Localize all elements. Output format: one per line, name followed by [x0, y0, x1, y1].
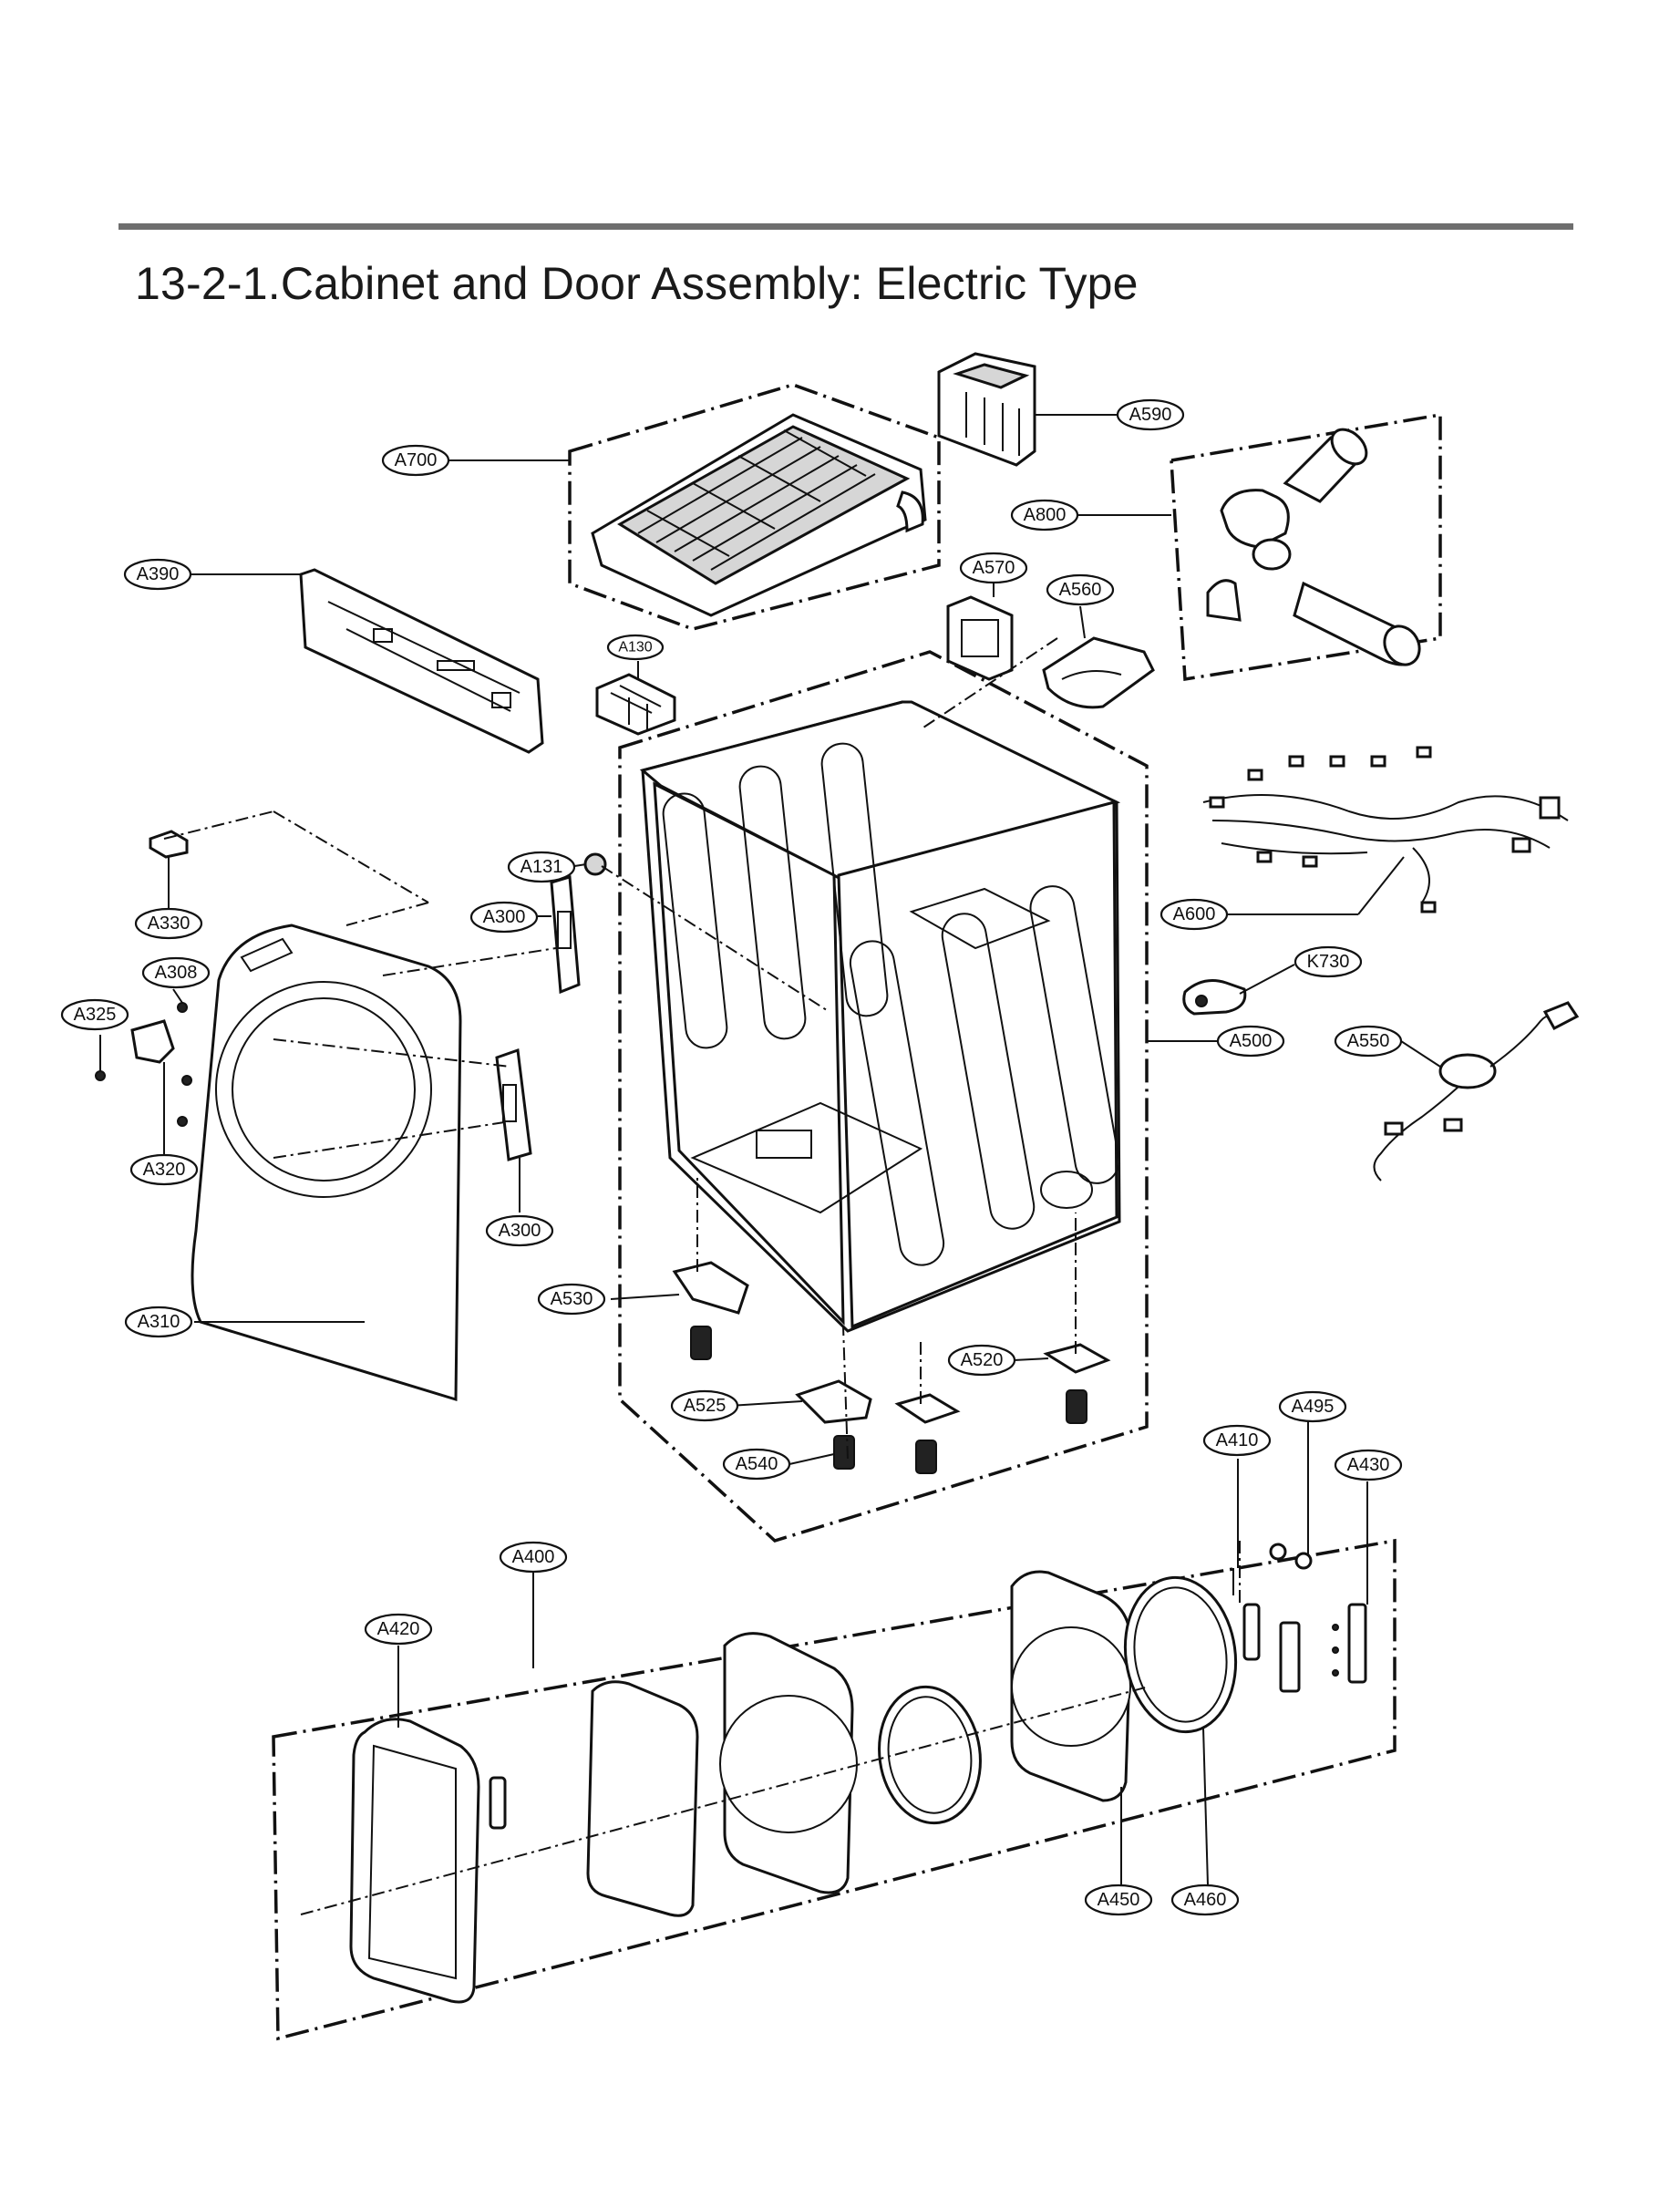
leader-lines — [99, 414, 1441, 1886]
svg-text:A450: A450 — [1098, 1890, 1140, 1910]
callout-a495: A495 — [1278, 1390, 1347, 1423]
callout-a325: A325 — [60, 998, 129, 1031]
a700-part — [591, 413, 927, 617]
a520-part — [1043, 1343, 1111, 1424]
svg-text:A308: A308 — [155, 963, 198, 983]
door-inner-frame-part — [719, 1632, 858, 1894]
page-title: 13-2-1.Cabinet and Door Assembly: Electr… — [135, 258, 1139, 309]
svg-text:A570: A570 — [973, 558, 1015, 578]
callout-a430: A430 — [1334, 1449, 1403, 1481]
callout-a390: A390 — [123, 558, 192, 591]
callout-a590: A590 — [1116, 398, 1185, 431]
a530-part — [672, 1261, 749, 1360]
callout-a131: A131 — [507, 851, 576, 883]
svg-text:A310: A310 — [138, 1312, 180, 1332]
a560-part — [1042, 636, 1155, 709]
svg-text:A410: A410 — [1216, 1430, 1259, 1450]
svg-text:K730: K730 — [1307, 952, 1350, 972]
callout-a525: A525 — [670, 1389, 739, 1422]
callout-a540: A540 — [722, 1448, 791, 1481]
a450-part — [1010, 1570, 1132, 1802]
a410-part — [1232, 1568, 1301, 1693]
k730-part — [1182, 979, 1247, 1016]
callout-a410: A410 — [1202, 1424, 1272, 1457]
a320-part — [95, 1002, 192, 1127]
svg-text:A390: A390 — [137, 564, 180, 584]
svg-text:A525: A525 — [684, 1396, 727, 1416]
svg-text:A550: A550 — [1347, 1031, 1390, 1051]
svg-text:A300: A300 — [499, 1221, 541, 1241]
svg-text:A460: A460 — [1184, 1890, 1227, 1910]
a330-part — [149, 830, 189, 859]
svg-text:A800: A800 — [1024, 505, 1067, 525]
a300-top-part — [550, 875, 581, 995]
svg-text:A530: A530 — [551, 1289, 593, 1309]
callout-a330: A330 — [134, 907, 203, 940]
callout-a320: A320 — [129, 1153, 199, 1186]
assembly-axis-lines — [163, 637, 1241, 1915]
svg-text:A700: A700 — [395, 450, 438, 470]
a310-part — [191, 924, 462, 1402]
callout-a530: A530 — [537, 1283, 606, 1316]
svg-text:A590: A590 — [1129, 405, 1172, 425]
callout-a600: A600 — [1160, 898, 1229, 931]
callout-a500: A500 — [1216, 1025, 1285, 1058]
title-rule — [119, 223, 1573, 230]
callout-k730: K730 — [1293, 945, 1363, 978]
callout-a460: A460 — [1170, 1884, 1240, 1916]
callout-a300-top: A300 — [469, 901, 539, 934]
a540-part — [833, 1435, 937, 1474]
a525-part — [795, 1379, 961, 1424]
a420-part — [349, 1718, 507, 2004]
a800-part — [1206, 428, 1421, 666]
callout-a420: A420 — [364, 1613, 433, 1646]
svg-text:A320: A320 — [143, 1160, 186, 1180]
a590-part — [937, 352, 1036, 467]
a495-part — [1269, 1543, 1313, 1570]
callout-a450: A450 — [1084, 1884, 1153, 1916]
door-glass-part — [586, 1680, 699, 1917]
svg-text:A130: A130 — [618, 640, 652, 655]
callout-a550: A550 — [1334, 1025, 1403, 1058]
a570-part — [946, 595, 1014, 681]
a600-part — [1202, 746, 1569, 913]
a500-cabinet — [639, 700, 1121, 1333]
svg-text:A495: A495 — [1292, 1397, 1335, 1417]
svg-text:A540: A540 — [736, 1454, 778, 1474]
door-ring-part — [878, 1685, 982, 1825]
callout-a308: A308 — [141, 956, 211, 989]
callout-a700: A700 — [381, 444, 450, 477]
callout-a560: A560 — [1046, 573, 1115, 606]
a800-group-outline — [1170, 412, 1442, 682]
callout-a520: A520 — [947, 1344, 1016, 1377]
callout-a130: A130 — [606, 634, 665, 661]
cabinet-group-outline — [618, 650, 1149, 1543]
svg-text:A500: A500 — [1230, 1031, 1273, 1051]
svg-text:A400: A400 — [512, 1547, 555, 1567]
callout-a400: A400 — [499, 1541, 568, 1574]
svg-text:A300: A300 — [483, 907, 526, 927]
a131-part — [583, 852, 607, 876]
callout-a800: A800 — [1010, 499, 1079, 532]
a390-part — [299, 568, 544, 754]
svg-text:A520: A520 — [961, 1350, 1004, 1370]
svg-text:A330: A330 — [148, 913, 191, 934]
svg-text:A131: A131 — [520, 857, 563, 877]
a550-part — [1373, 1001, 1580, 1182]
svg-text:A325: A325 — [74, 1005, 117, 1025]
svg-text:A560: A560 — [1059, 580, 1102, 600]
callout-a310: A310 — [124, 1306, 193, 1338]
callout-a300-bottom: A300 — [485, 1214, 554, 1247]
a300-bottom-part — [495, 1048, 532, 1161]
a430-part — [1332, 1603, 1367, 1684]
svg-text:A420: A420 — [377, 1619, 420, 1639]
callout-a570: A570 — [959, 552, 1028, 584]
svg-text:A600: A600 — [1173, 904, 1216, 924]
a700-group-outline — [568, 383, 941, 631]
a130-part — [595, 673, 676, 736]
a460-part — [1123, 1575, 1238, 1734]
svg-text:A430: A430 — [1347, 1455, 1390, 1475]
